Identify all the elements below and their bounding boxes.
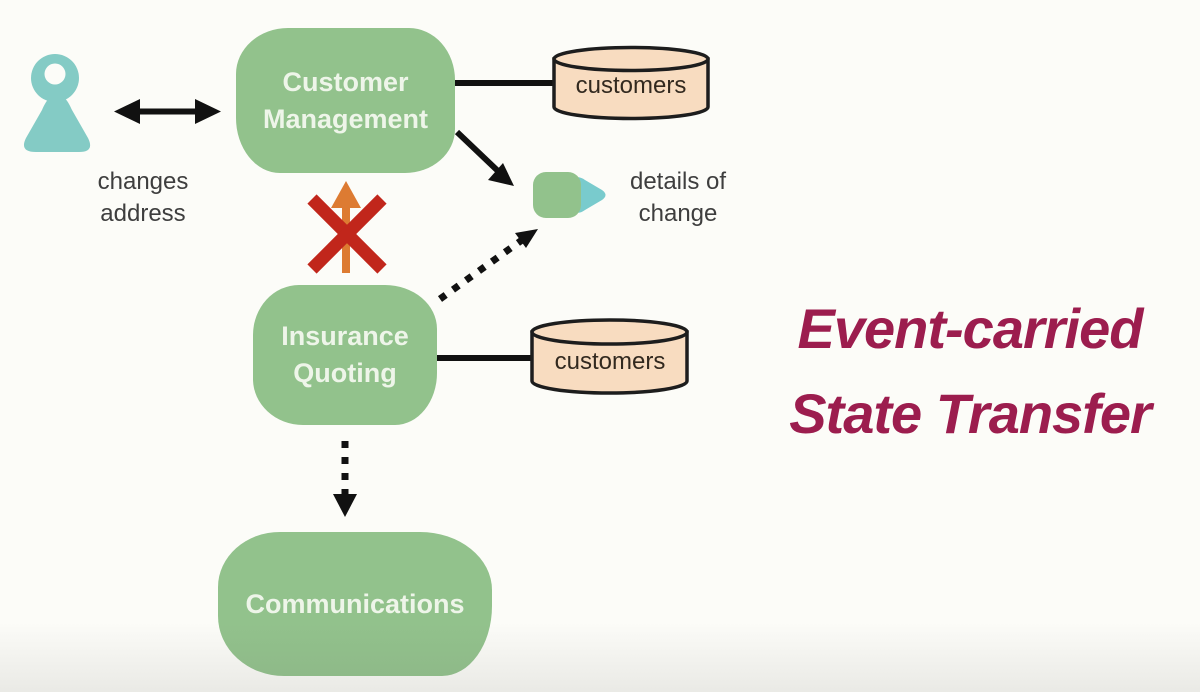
communications-label: Communications (245, 588, 465, 619)
db-top-rim (552, 45, 710, 73)
customers-db-bottom (530, 318, 689, 395)
pattern-title-line1: Event-carried (797, 297, 1144, 360)
customers-db-top (552, 45, 710, 121)
double-arrow-shaft (131, 108, 204, 115)
iq-to-comms-dotted-arrow (333, 441, 357, 517)
insurance-quoting-node: Insurance Quoting (253, 285, 437, 425)
person-head-hole (44, 63, 66, 85)
db-bottom-rim (530, 318, 689, 346)
iq-event-dotted-shaft (437, 237, 525, 302)
customers-db-top-label: customers (575, 72, 687, 99)
pattern-title-line2: State Transfer (789, 382, 1152, 445)
blocked-call-arrow (307, 181, 387, 274)
customers-db-bottom-label: customers (554, 348, 666, 375)
customer-management-label-line1: Customer (282, 66, 409, 97)
db-bottom-body (530, 330, 689, 395)
double-arrow-left-head (114, 99, 140, 124)
iq-event-arrow-head (515, 229, 538, 248)
communications-node: Communications (218, 532, 492, 676)
details-of-change-line1: details of (629, 168, 727, 195)
customer-management-label-line2: Management (262, 103, 429, 134)
iq-comms-arrow-head (333, 494, 357, 517)
iq-to-event-dotted-arrow (437, 229, 538, 302)
changes-address-label: changes address (53, 166, 233, 230)
user-cm-double-arrow (114, 99, 221, 124)
event-body (533, 172, 581, 218)
changes-address-line1: changes (97, 168, 189, 195)
customer-management-node: Customer Management (236, 28, 455, 173)
person-icon (23, 54, 91, 152)
cm-to-event-arrow (454, 129, 514, 186)
changes-address-line2: address (100, 200, 186, 227)
blocked-arrow-head (331, 181, 361, 208)
person-body (23, 95, 91, 152)
db-top-body (552, 57, 710, 121)
pattern-title: Event-carried State Transfer (740, 286, 1200, 456)
event-icon (533, 172, 606, 218)
cm-event-shaft (454, 129, 502, 175)
insurance-quoting-label-line2: Quoting (293, 358, 397, 388)
double-arrow-right-head (195, 99, 221, 124)
insurance-quoting-label-line1: Insurance (281, 321, 409, 351)
cm-event-head (488, 163, 514, 186)
details-of-change-label: details of change (588, 166, 768, 230)
details-of-change-line2: change (638, 200, 718, 227)
red-x-icon (307, 194, 387, 274)
